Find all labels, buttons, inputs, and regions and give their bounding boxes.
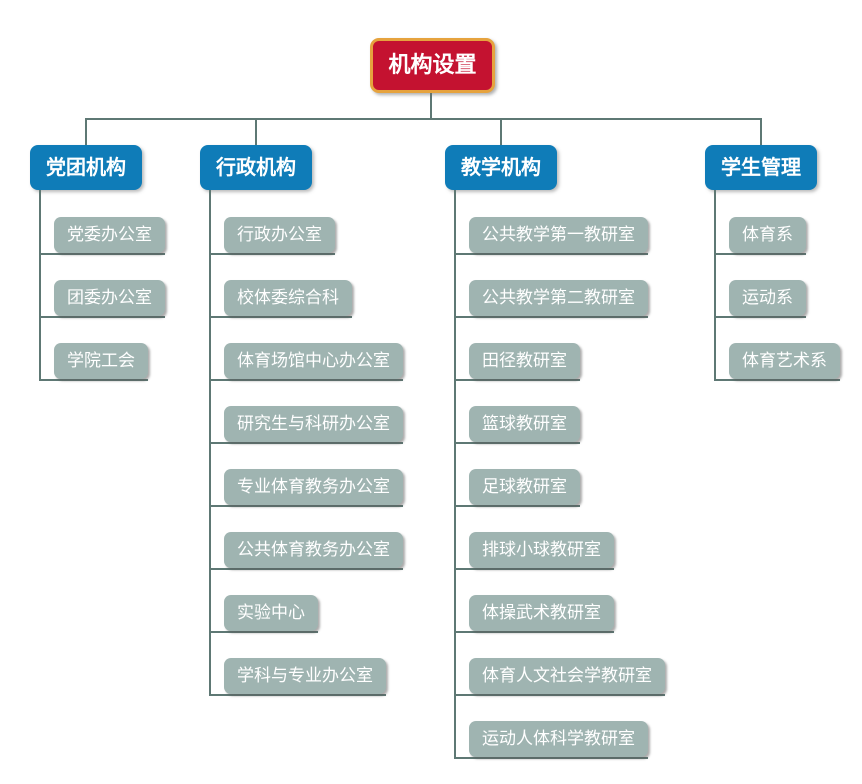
leaf-column-party: 党委办公室 团委办公室 学院工会 (39, 190, 165, 381)
leaf-row: 专业体育教务办公室 (211, 469, 403, 507)
leaf-row: 校体委综合科 (211, 280, 352, 318)
leaf-row: 体育人文社会学教研室 (456, 658, 665, 696)
leaf-row: 运动人体科学教研室 (456, 721, 648, 759)
org-node-leaf: 实验中心 (224, 595, 318, 631)
org-node-leaf: 学院工会 (54, 343, 148, 379)
org-node-leaf: 团委办公室 (54, 280, 165, 316)
branch-node-students: 学生管理 (705, 145, 817, 190)
leaf-row: 公共教学第一教研室 (456, 217, 648, 255)
leaf-row: 篮球教研室 (456, 406, 580, 444)
leaf-row: 研究生与科研办公室 (211, 406, 403, 444)
leaf-row: 公共教学第二教研室 (456, 280, 648, 318)
leaf-row: 行政办公室 (211, 217, 335, 255)
leaf-row: 田径教研室 (456, 343, 580, 381)
leaf-row: 排球小球教研室 (456, 532, 614, 570)
org-node-leaf: 田径教研室 (469, 343, 580, 379)
branch-node-teaching: 教学机构 (445, 145, 557, 190)
connector-drop-4 (760, 118, 762, 145)
org-node-leaf: 运动系 (729, 280, 806, 316)
org-node-leaf: 篮球教研室 (469, 406, 580, 442)
leaf-row: 学科与专业办公室 (211, 658, 386, 696)
org-node-leaf: 排球小球教研室 (469, 532, 614, 568)
leaf-row: 体育场馆中心办公室 (211, 343, 403, 381)
org-node-leaf: 学科与专业办公室 (224, 658, 386, 694)
org-node-leaf: 体育人文社会学教研室 (469, 658, 665, 694)
leaf-row: 足球教研室 (456, 469, 580, 507)
leaf-row: 党委办公室 (41, 217, 165, 255)
connector-drop-3 (500, 118, 502, 145)
leaf-column-teaching: 公共教学第一教研室 公共教学第二教研室 田径教研室 篮球教研室 足球教研室 排球… (454, 190, 665, 759)
leaf-row: 体育艺术系 (716, 343, 840, 381)
leaf-row: 实验中心 (211, 595, 318, 633)
connector-bus (85, 118, 762, 120)
org-node-leaf: 研究生与科研办公室 (224, 406, 403, 442)
org-node-leaf: 公共教学第一教研室 (469, 217, 648, 253)
org-node-leaf: 运动人体科学教研室 (469, 721, 648, 757)
org-node-leaf: 校体委综合科 (224, 280, 352, 316)
branch-node-admin: 行政机构 (200, 145, 312, 190)
leaf-row: 运动系 (716, 280, 806, 318)
org-node-leaf: 体操武术教研室 (469, 595, 614, 631)
leaf-row: 学院工会 (41, 343, 148, 381)
org-node-leaf: 体育系 (729, 217, 806, 253)
branch-node-party: 党团机构 (30, 145, 142, 190)
leaf-column-admin: 行政办公室 校体委综合科 体育场馆中心办公室 研究生与科研办公室 专业体育教务办… (209, 190, 403, 696)
connector-drop-1 (85, 118, 87, 145)
org-node-leaf: 足球教研室 (469, 469, 580, 505)
org-root-node: 机构设置 (370, 38, 495, 93)
leaf-row: 公共体育教务办公室 (211, 532, 403, 570)
leaf-column-students: 体育系 运动系 体育艺术系 (714, 190, 840, 381)
org-node-leaf: 体育场馆中心办公室 (224, 343, 403, 379)
org-node-leaf: 党委办公室 (54, 217, 165, 253)
org-node-leaf: 公共教学第二教研室 (469, 280, 648, 316)
connector-root-stem (430, 93, 432, 118)
org-node-leaf: 专业体育教务办公室 (224, 469, 403, 505)
leaf-row: 体操武术教研室 (456, 595, 614, 633)
leaf-row: 团委办公室 (41, 280, 165, 318)
leaf-row: 体育系 (716, 217, 806, 255)
org-node-leaf: 公共体育教务办公室 (224, 532, 403, 568)
org-node-leaf: 体育艺术系 (729, 343, 840, 379)
org-node-leaf: 行政办公室 (224, 217, 335, 253)
connector-drop-2 (255, 118, 257, 145)
